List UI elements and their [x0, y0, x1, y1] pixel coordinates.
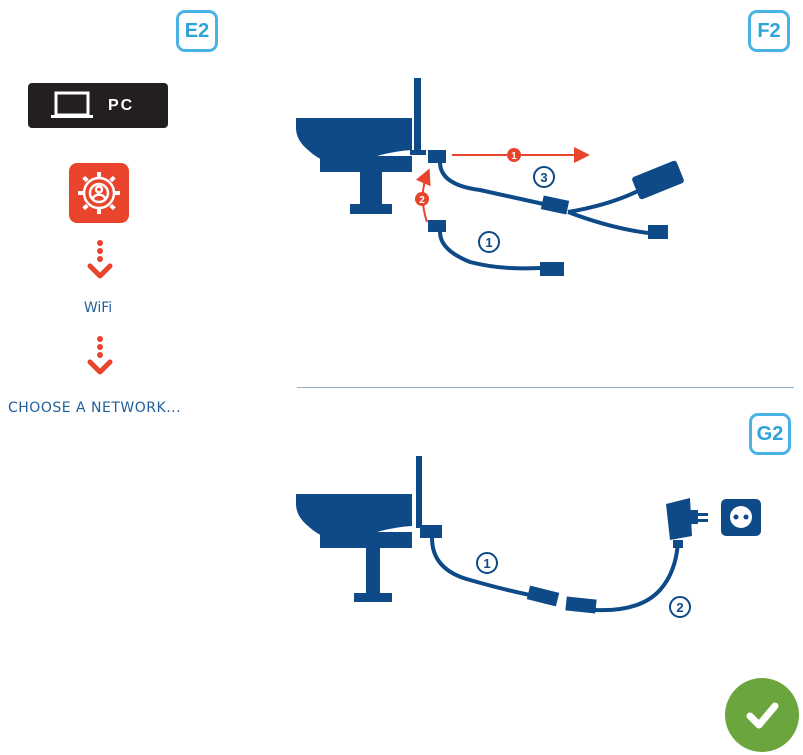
svg-text:3: 3: [540, 170, 547, 185]
svg-text:1: 1: [483, 556, 490, 571]
dotted-down-arrow-icon: [87, 336, 113, 375]
callout-red-2: 2: [415, 192, 429, 206]
pc-label-box: PC: [28, 83, 168, 128]
power-adapter-icon: [666, 498, 708, 548]
svg-text:1: 1: [511, 151, 517, 162]
step-badge-e2: E2: [176, 10, 218, 52]
callout-red-1: 1: [507, 148, 521, 162]
callout-blue-1: 1: [478, 231, 500, 253]
svg-text:1: 1: [485, 235, 492, 250]
section-divider: [297, 387, 794, 388]
camera-icon: [296, 456, 422, 602]
wall-outlet-icon: [721, 499, 761, 536]
step-badge-f2: F2: [748, 10, 790, 52]
svg-text:2: 2: [676, 600, 683, 615]
choose-network-label: CHOOSE A NETWORK...: [8, 400, 182, 416]
step-badge-g2: G2: [749, 413, 791, 455]
settings-gear-icon: [69, 163, 129, 223]
camera-icon: [296, 78, 421, 214]
wifi-label: WiFi: [83, 300, 113, 316]
checkmark-icon: [725, 678, 799, 752]
callout-blue-1: 1: [476, 552, 498, 574]
svg-text:2: 2: [419, 195, 425, 206]
callout-blue-2: 2: [669, 596, 691, 618]
pc-label: PC: [108, 96, 135, 114]
laptop-icon: [51, 91, 93, 118]
dotted-down-arrow-icon: [87, 240, 113, 279]
callout-blue-3: 3: [533, 166, 555, 188]
